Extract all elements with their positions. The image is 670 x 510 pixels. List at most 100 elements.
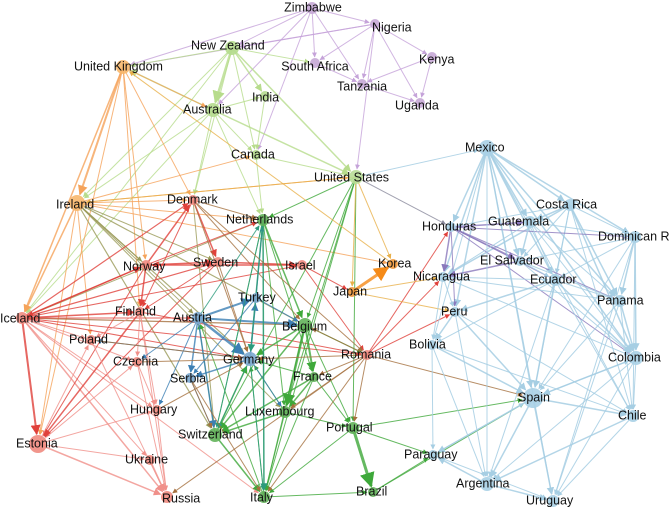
node-denmark[interactable] (188, 195, 198, 205)
edge-unitedkingdom-denmark (122, 66, 191, 196)
node-label-netherlands: Netherlands (226, 212, 293, 226)
node-canada[interactable] (251, 150, 261, 160)
node-label-unitedkingdom: United Kingdom (74, 59, 163, 73)
edge-mexico-bolivia (432, 147, 488, 340)
node-unitedstates[interactable] (349, 170, 363, 184)
node-belgium[interactable] (298, 318, 312, 332)
node-nigeria[interactable] (370, 19, 380, 29)
node-peru[interactable] (450, 307, 460, 317)
node-luxembourg[interactable] (279, 406, 291, 418)
edge-estonia-russia (37, 443, 162, 496)
edge-unitedstates-switzerland (218, 176, 357, 429)
node-netherlands[interactable] (257, 214, 269, 226)
node-paraguay[interactable] (428, 450, 438, 460)
node-guatemala[interactable] (524, 216, 536, 228)
node-honduras[interactable] (446, 222, 456, 232)
edge-unitedstates-portugal (350, 176, 357, 422)
node-uganda[interactable] (415, 98, 425, 108)
edge-nigeria-kenya (374, 23, 428, 55)
edge-nicaragua-colombia (442, 276, 630, 356)
node-nicaragua[interactable] (438, 272, 448, 282)
node-label-brazil: Brazil (356, 484, 387, 498)
node-sweden[interactable] (213, 257, 223, 267)
node-panama[interactable] (614, 295, 626, 307)
node-label-costarica: Costa Rica (536, 197, 597, 211)
edge-ireland-canada (76, 155, 251, 204)
edge-finland-estonia (43, 311, 141, 437)
node-tanzania[interactable] (357, 79, 367, 89)
node-label-france: France (293, 369, 332, 383)
edge-unitedstates-honduras (355, 176, 447, 225)
node-korea[interactable] (388, 259, 398, 269)
node-switzerland[interactable] (208, 428, 222, 442)
edge-guatemala-dominicanr (529, 221, 629, 238)
node-romania[interactable] (362, 350, 372, 360)
edge-france-portugal (313, 376, 350, 423)
node-estonia[interactable] (29, 435, 47, 453)
edge-paraguay-spain (432, 403, 524, 456)
node-label-southafrica: South Africa (281, 59, 348, 73)
edge-unitedkingdom-norway (122, 66, 148, 260)
edge-romania-portugal (352, 354, 368, 422)
node-mexico[interactable] (479, 140, 495, 156)
edge-poland-germany (90, 339, 243, 360)
node-france[interactable] (309, 372, 319, 382)
edge-colombia-chile (631, 357, 637, 410)
node-israel[interactable] (297, 260, 307, 270)
edge-iceland-germany (21, 317, 243, 360)
node-serbia[interactable] (185, 373, 195, 383)
node-dominicanr[interactable] (629, 231, 641, 243)
edge-bolivia-spain (431, 344, 524, 394)
node-newzealand[interactable] (225, 41, 239, 55)
node-czechia[interactable] (132, 357, 142, 367)
node-zimbabwe[interactable] (306, 2, 318, 14)
edge-costarica-elsalvador (523, 204, 571, 257)
node-costarica[interactable] (564, 199, 576, 211)
node-chile[interactable] (627, 410, 639, 422)
node-italy[interactable] (258, 491, 270, 503)
edge-spain-argentina (490, 397, 534, 478)
node-kenya[interactable] (427, 52, 437, 62)
node-colombia[interactable] (629, 351, 643, 365)
node-unitedkingdom[interactable] (116, 60, 130, 74)
node-poland[interactable] (86, 335, 96, 345)
node-ireland[interactable] (69, 195, 85, 211)
node-label-india: India (252, 90, 279, 104)
node-argentina[interactable] (480, 477, 494, 491)
node-finland[interactable] (135, 307, 145, 317)
node-uruguay[interactable] (547, 495, 559, 507)
edge-newzealand-southafrica (231, 47, 310, 64)
node-hungary[interactable] (152, 405, 162, 415)
edge-unitedstates-japan (349, 176, 357, 287)
node-ecuador[interactable] (549, 274, 561, 286)
edge-ireland-switzerland (76, 202, 212, 429)
edge-honduras-ecuador (450, 226, 550, 278)
edge-nicaragua-bolivia (431, 276, 444, 340)
node-australia[interactable] (206, 103, 220, 117)
node-japan[interactable] (347, 287, 357, 297)
node-iceland[interactable] (16, 312, 28, 324)
node-turkey[interactable] (251, 293, 261, 303)
node-india[interactable] (260, 91, 270, 101)
node-ukraine[interactable] (145, 455, 155, 465)
node-austria[interactable] (192, 312, 204, 324)
node-bolivia[interactable] (427, 340, 437, 350)
edge-romania-luxembourg (290, 354, 368, 409)
edge-panama-uruguay (554, 300, 621, 495)
node-portugal[interactable] (347, 422, 359, 434)
edge-iceland-czechia (21, 317, 132, 361)
node-brazil[interactable] (368, 487, 378, 497)
node-label-germany: Germany (223, 352, 275, 366)
edge-peru-argentina (454, 311, 488, 477)
node-label-paraguay: Paraguay (404, 447, 458, 461)
edge-sweden-finland (144, 261, 219, 310)
node-label-canada: Canada (231, 147, 275, 161)
node-southafrica[interactable] (310, 58, 320, 68)
node-elsalvador[interactable] (515, 256, 525, 266)
node-germany[interactable] (243, 352, 257, 366)
node-norway[interactable] (141, 260, 151, 270)
node-spain[interactable] (523, 388, 543, 408)
node-russia[interactable] (161, 491, 173, 503)
edge-unitedkingdom-iceland (23, 66, 124, 313)
